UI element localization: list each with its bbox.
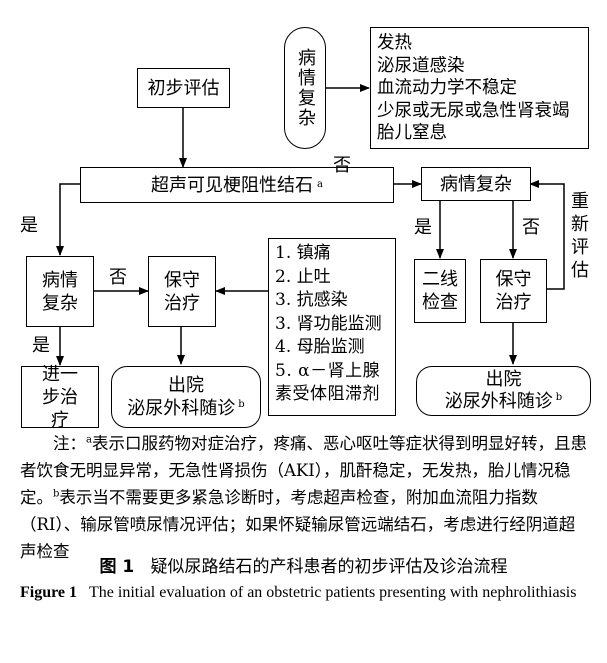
edge-label-no-right: 否 (522, 217, 540, 238)
treatment-list-box: 1. 镇痛 2. 止吐 3. 抗感染 3. 肾功能监测 4. 母胎监测 5. α… (268, 238, 396, 416)
footnote-prefix: 注： (53, 434, 86, 453)
edge-label-no-mid-left: 否 (109, 267, 127, 288)
complex-condition-label-box: 病情复杂 (284, 27, 326, 149)
treatment-item: 5. α－肾上腺素受体阻滞剂 (275, 360, 381, 405)
figure-caption-en: Figure 1 The initial evaluation of an ob… (20, 580, 595, 605)
complications-box: 发热 泌尿道感染 血流动力学不稳定 少尿或无尿或急性肾衰竭 胎儿窒息 (370, 27, 589, 149)
initial-evaluation-label: 初步评估 (147, 77, 220, 99)
edge-label-yes-left: 是 (20, 215, 38, 236)
complication-item: 少尿或无尿或急性肾衰竭 (377, 100, 570, 121)
treatment-item: 3. 抗感染 (275, 290, 348, 310)
arrow-ultrasound-to-complex-left (56, 183, 80, 256)
discharge-right-line2: 泌尿外科随诊 (444, 391, 553, 412)
footnote-marker-a: a (86, 434, 92, 446)
treatment-item: 4. 母胎监测 (275, 337, 365, 357)
second-line-exam-label: 二线检查 (422, 269, 458, 313)
edge-label-yes-bottom-left: 是 (32, 335, 50, 356)
figure-caption-cn-label: 图 1 (99, 557, 135, 577)
figure-caption-en-text: The initial evaluation of an obstetric p… (89, 584, 577, 601)
footnote-text-a: 表示口服药物对症治疗，疼痛、恶心呕吐等症状得到明显好转，且患者饮食无明显异常，无… (20, 434, 587, 507)
further-treatment-label: 进一步治疗 (42, 363, 78, 431)
complex-condition-label: 病情复杂 (295, 48, 316, 128)
complex-condition-right-box: 病情复杂 (421, 167, 531, 201)
discharge-left-line2: 泌尿外科随诊 (127, 398, 236, 419)
edge-label-yes-right: 是 (414, 217, 432, 238)
edge-label-reassess: 重新评估 (571, 191, 589, 281)
complication-item: 胎儿窒息 (377, 123, 447, 143)
complication-item: 血流动力学不稳定 (377, 78, 517, 98)
edge-label-no-top: 否 (333, 155, 351, 176)
figure-caption-cn: 图 1 疑似尿路结石的产科患者的初步评估及诊治流程 (0, 555, 607, 579)
second-line-exam-box: 二线检查 (414, 259, 466, 323)
footnote-marker-b: b (53, 488, 60, 500)
treatment-item: 1. 镇痛 (275, 243, 331, 263)
figure-caption-en-label: Figure 1 (20, 584, 78, 601)
further-treatment-box: 进一步治疗 (21, 364, 99, 431)
conservative-treatment-right-box: 保守治疗 (480, 259, 547, 323)
ultrasound-label: 超声可见梗阻性结石 (151, 174, 314, 196)
complex-condition-right-label: 病情复杂 (440, 173, 512, 195)
initial-evaluation-box: 初步评估 (137, 68, 230, 108)
treatment-item: 2. 止吐 (275, 266, 331, 287)
figure-caption-cn-text: 疑似尿路结石的产科患者的初步评估及诊治流程 (150, 557, 508, 577)
treatment-item: 3. 肾功能监测 (275, 313, 382, 334)
discharge-left-footnote-marker: b (238, 399, 245, 410)
footnote: 注：a表示口服药物对症治疗，疼痛、恶心呕吐等症状得到明显好转，且患者饮食无明显异… (20, 430, 590, 565)
conservative-treatment-right-label: 保守治疗 (495, 269, 532, 313)
discharge-left-line1: 出院 (168, 375, 204, 396)
complex-condition-left-box: 病情复杂 (26, 256, 94, 327)
arrow-reassess-loop (529, 180, 565, 290)
complication-item: 发热 (377, 33, 412, 53)
conservative-treatment-left-box: 保守治疗 (148, 256, 216, 327)
discharge-right-line1: 出院 (485, 369, 522, 390)
footnote-text-b: 表示当不需要更多紧急诊断时，考虑超声检查，附加血流阻力指数（RI）、输尿管喷尿情… (20, 488, 576, 561)
conservative-treatment-left-label: 保守治疗 (164, 269, 200, 314)
complex-condition-left-label: 病情复杂 (42, 269, 78, 314)
discharge-right-footnote-marker: b (555, 392, 563, 403)
complication-item: 泌尿道感染 (377, 55, 465, 76)
